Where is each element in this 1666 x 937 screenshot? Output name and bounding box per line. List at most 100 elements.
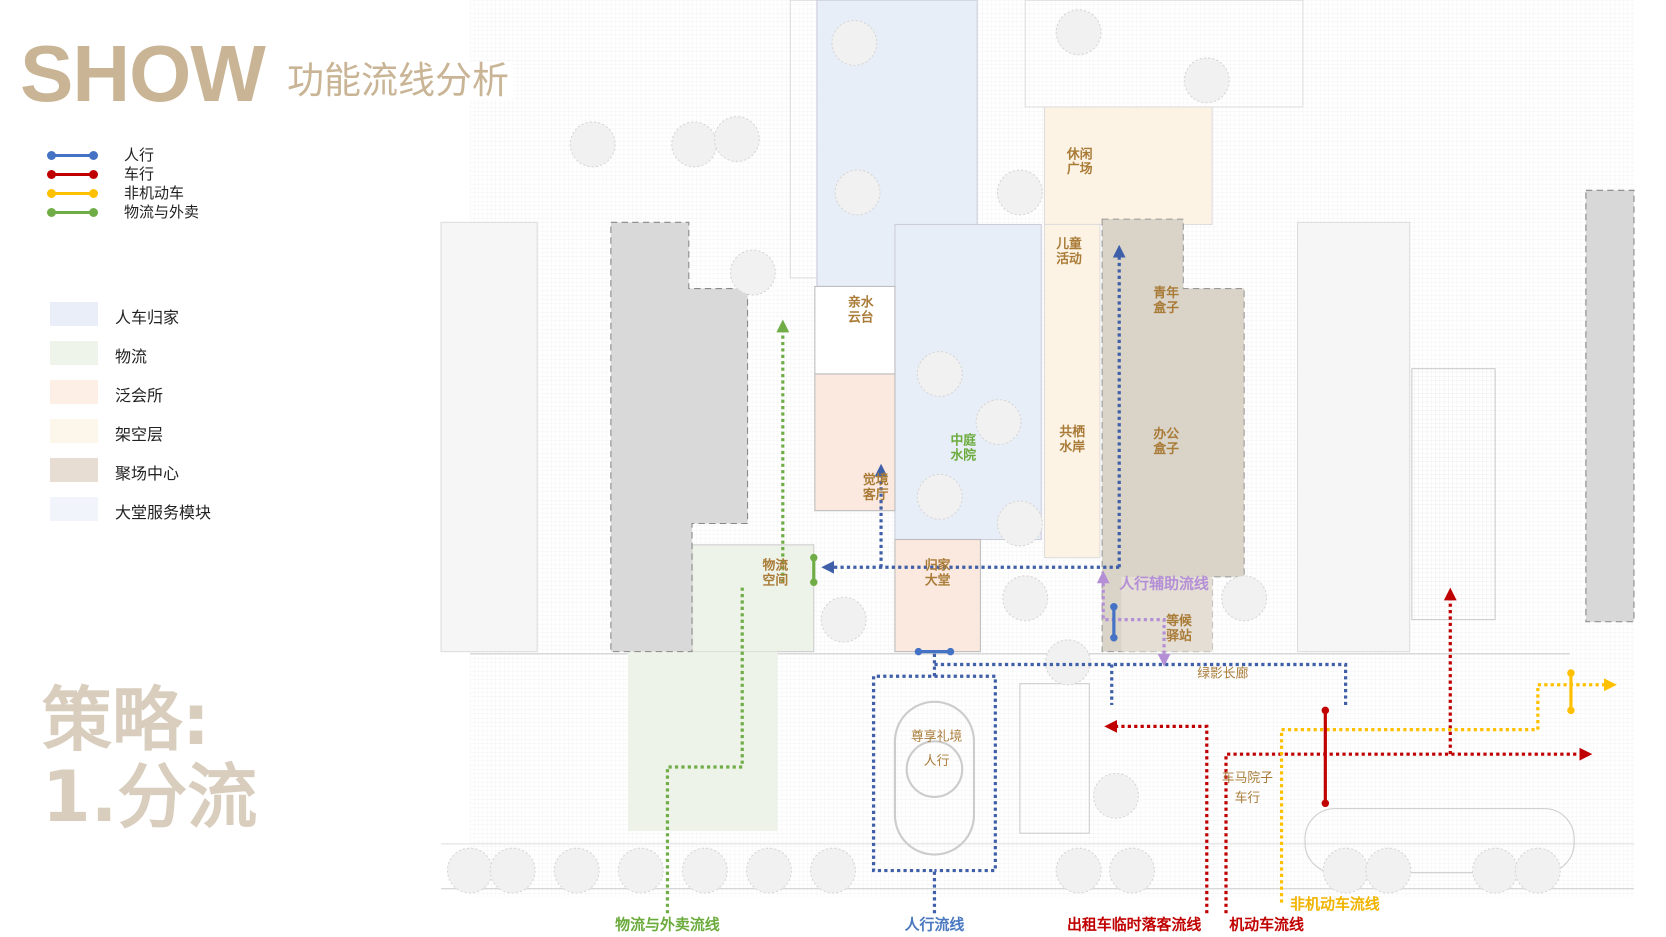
plan-labels: 休闲 广场 儿童 活动 青年 盒子 亲水 云台 中庭 水院 共栖 水岸 办公 盒… [763, 146, 1274, 806]
tree-icon [996, 500, 1043, 547]
zone-label: 大堂服务模块 [115, 503, 212, 522]
legend-line [50, 173, 94, 176]
label-kids-2: 活动 [1056, 251, 1082, 267]
tree-icon [1472, 847, 1519, 894]
label-aux-pedestrian: 人行辅助流线 [1119, 575, 1209, 593]
nonmotor-flow [1279, 678, 1617, 903]
zone-legend-item: 大堂服务模块 [50, 497, 270, 522]
strategy-item: 1.分流 [42, 756, 258, 838]
zone-legend-item: 架空层 [50, 419, 270, 444]
label-logistics-space: 物流 [763, 557, 789, 573]
tree-icon [729, 249, 776, 296]
tree-icon [1183, 57, 1230, 104]
tree-icon [916, 473, 963, 520]
legend-label: 人行 [124, 146, 155, 164]
tree-icon [1365, 847, 1412, 894]
flow-labels: 物流与外卖流线 人行流线 出租车临时落客流线 机动车流线 非机动车流线 [615, 895, 1380, 933]
legend-pedestrian: 人行 [47, 146, 250, 165]
flow-label-pedestrian: 人行流线 [905, 915, 965, 933]
label-car-court: 车马院子 [1222, 771, 1273, 786]
legend-label: 车行 [124, 165, 155, 183]
tree-icon [1109, 847, 1155, 894]
label-corridor: 绿影长廊 [1197, 665, 1248, 681]
label-waterfront: 共栖 [1059, 424, 1085, 440]
aux-pedestrian-flow [1096, 570, 1171, 667]
legend-dot [47, 208, 56, 217]
tree-icon [1514, 847, 1561, 894]
flow-label-logistics: 物流与外卖流线 [615, 915, 720, 933]
tree-icon [745, 847, 792, 894]
zone-legend-item: 人车归家 [50, 302, 270, 327]
tree-icon [820, 596, 867, 643]
flow-label-motor: 机动车流线 [1229, 915, 1304, 933]
label-car-court-sub: 车行 [1235, 791, 1261, 806]
label-water-terrace: 亲水 [848, 295, 874, 311]
zone-label: 聚场中心 [115, 464, 180, 483]
legend-dot [47, 151, 56, 160]
pedestrian-flow-main [932, 651, 1348, 706]
tree-icon [1002, 575, 1049, 622]
zone-swatch [50, 302, 98, 326]
legend-vehicle: 车行 [47, 165, 250, 184]
zone-swatch [50, 419, 98, 443]
tree-icon [831, 19, 878, 66]
tree-icon [681, 847, 728, 894]
page-subtitle: 功能流线分析 [287, 62, 513, 99]
label-waiting-2: 驿站 [1166, 628, 1192, 644]
label-kids: 儿童 [1055, 236, 1082, 252]
legend-label: 物流与外卖 [124, 203, 200, 221]
tree-icon [617, 847, 664, 894]
zone-swatch [50, 458, 98, 482]
legend-nonmotor: 非机动车 [47, 184, 250, 203]
tree-icon [1093, 772, 1139, 819]
legend-line [50, 154, 94, 157]
tree-icon [1221, 575, 1268, 622]
tree-icon [1055, 847, 1102, 894]
label-leisure-plaza-2: 广场 [1067, 161, 1093, 177]
tree-icon [446, 847, 493, 894]
flow-label-taxi: 出租车临时落客流线 [1067, 915, 1201, 933]
tree-icon [569, 121, 616, 168]
legend-line [50, 192, 94, 195]
zone-label: 人车归家 [115, 308, 180, 327]
zone-swatch [50, 341, 98, 365]
barriers [810, 553, 1575, 808]
legend-dot [47, 189, 56, 198]
strategy-heading: 策略: [42, 679, 210, 761]
label-living-room-2: 客厅 [863, 487, 889, 503]
label-lobby: 归家 [925, 557, 951, 573]
tree-icon [489, 847, 536, 894]
zone-legend-item: 聚场中心 [50, 458, 270, 483]
label-waterfront-2: 水岸 [1059, 439, 1085, 455]
zone-swatch [50, 380, 98, 404]
zone-label: 泛会所 [115, 386, 164, 405]
title-show: SHOW [20, 29, 266, 118]
tree-icon [1322, 847, 1369, 894]
zone-label: 架空层 [115, 425, 164, 444]
motor-flow [1224, 747, 1593, 914]
tree-icon [671, 121, 718, 168]
label-water-terrace-2: 云台 [848, 310, 874, 326]
logistics-flow [665, 585, 744, 914]
label-leisure-plaza: 休闲 [1066, 146, 1093, 162]
zone-legend-item: 泛会所 [50, 380, 270, 405]
legend-dot [89, 189, 98, 198]
pedestrian-loop [871, 674, 997, 914]
legend-dot [89, 151, 98, 160]
taxi-flow [1104, 720, 1209, 914]
label-living-room: 觉境 [863, 472, 889, 488]
label-youth-box-2: 盒子 [1153, 300, 1179, 316]
tree-icon [975, 399, 1022, 446]
zone-legend-item: 物流 [50, 341, 270, 366]
flow-label-nonmotor: 非机动车流线 [1290, 895, 1380, 913]
legend-logistics: 物流与外卖 [47, 203, 250, 222]
legend-line [50, 211, 94, 214]
tree-icon [1044, 639, 1091, 686]
label-entrance: 尊享礼境 [911, 728, 962, 744]
label-office-box-2: 盒子 [1153, 441, 1179, 457]
zone-label: 物流 [115, 347, 148, 366]
zones [610, 0, 1635, 874]
label-logistics-space-2: 空间 [763, 572, 789, 588]
label-courtyard-2: 水院 [950, 447, 976, 463]
